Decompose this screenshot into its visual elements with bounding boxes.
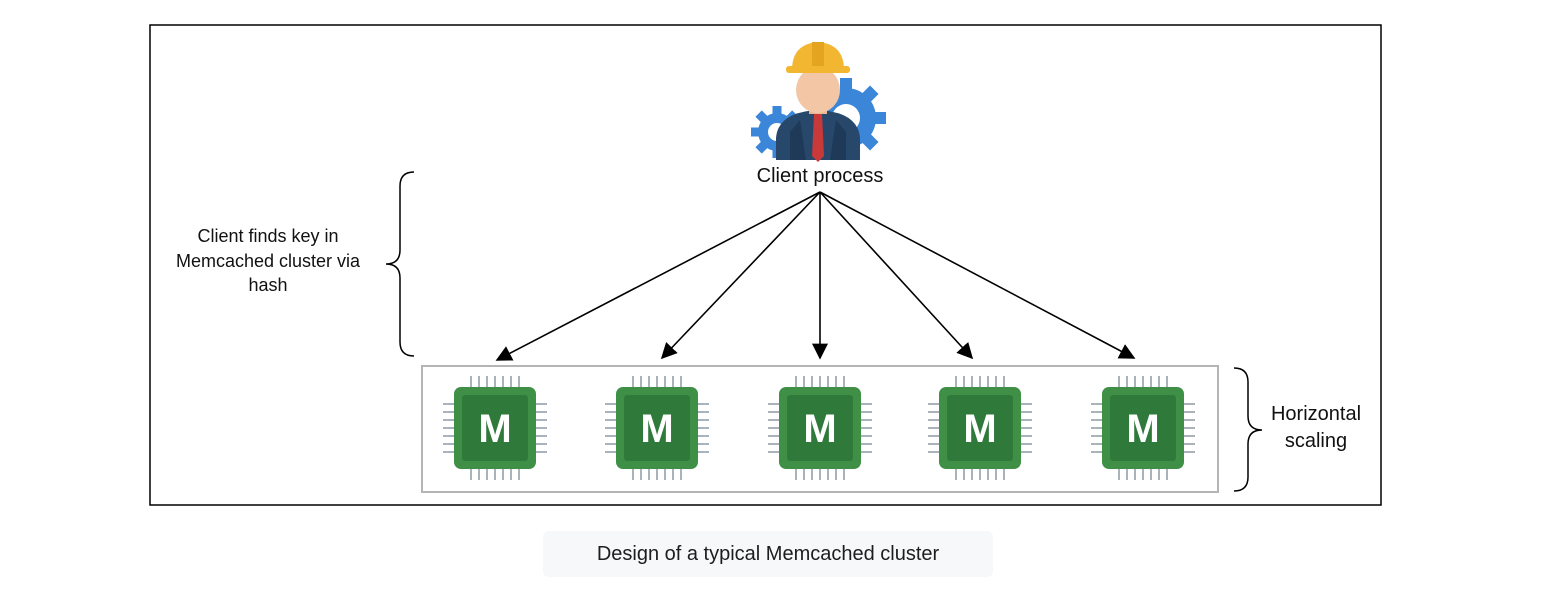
scaling-annotation-line-2: scaling [1285, 430, 1347, 452]
memcached-node-letter: M [1126, 407, 1159, 451]
memcached-node-letter: M [478, 407, 511, 451]
right-curly-brace [1233, 367, 1263, 492]
outer-frame [149, 24, 1382, 506]
memcached-node-letter: M [963, 407, 996, 451]
memcached-chip-icon: M [768, 376, 872, 480]
hash-arrows [495, 191, 1136, 361]
scaling-annotation-line-1: Horizontal [1271, 403, 1361, 425]
arrow-to-node-4 [819, 191, 974, 360]
figure-caption-text: Design of a typical Memcached cluster [596, 542, 940, 565]
memcached-chip-icon: M [1091, 376, 1195, 480]
figure-caption: Design of a typical Memcached cluster [543, 531, 993, 577]
hash-annotation-line-2: Memcached cluster via [176, 251, 361, 271]
memcached-node-letter: M [640, 407, 673, 451]
hash-annotation-line-3: hash [248, 275, 287, 295]
arrow-to-node-1 [495, 191, 821, 361]
client-process-label: Client process [757, 165, 884, 187]
arrow-to-node-5 [819, 191, 1136, 359]
arrow-to-node-2 [660, 191, 821, 360]
memcached-cluster-box [421, 365, 1219, 493]
memcached-chip-icon: M [928, 376, 1032, 480]
hash-annotation-line-1: Client finds key in [197, 226, 338, 246]
engineer-with-gears-icon [751, 42, 886, 162]
memcached-node-letter: M [803, 407, 836, 451]
memcached-chip-icon: M [605, 376, 709, 480]
memcached-chip-icon: M [443, 376, 547, 480]
left-curly-brace [385, 171, 415, 357]
